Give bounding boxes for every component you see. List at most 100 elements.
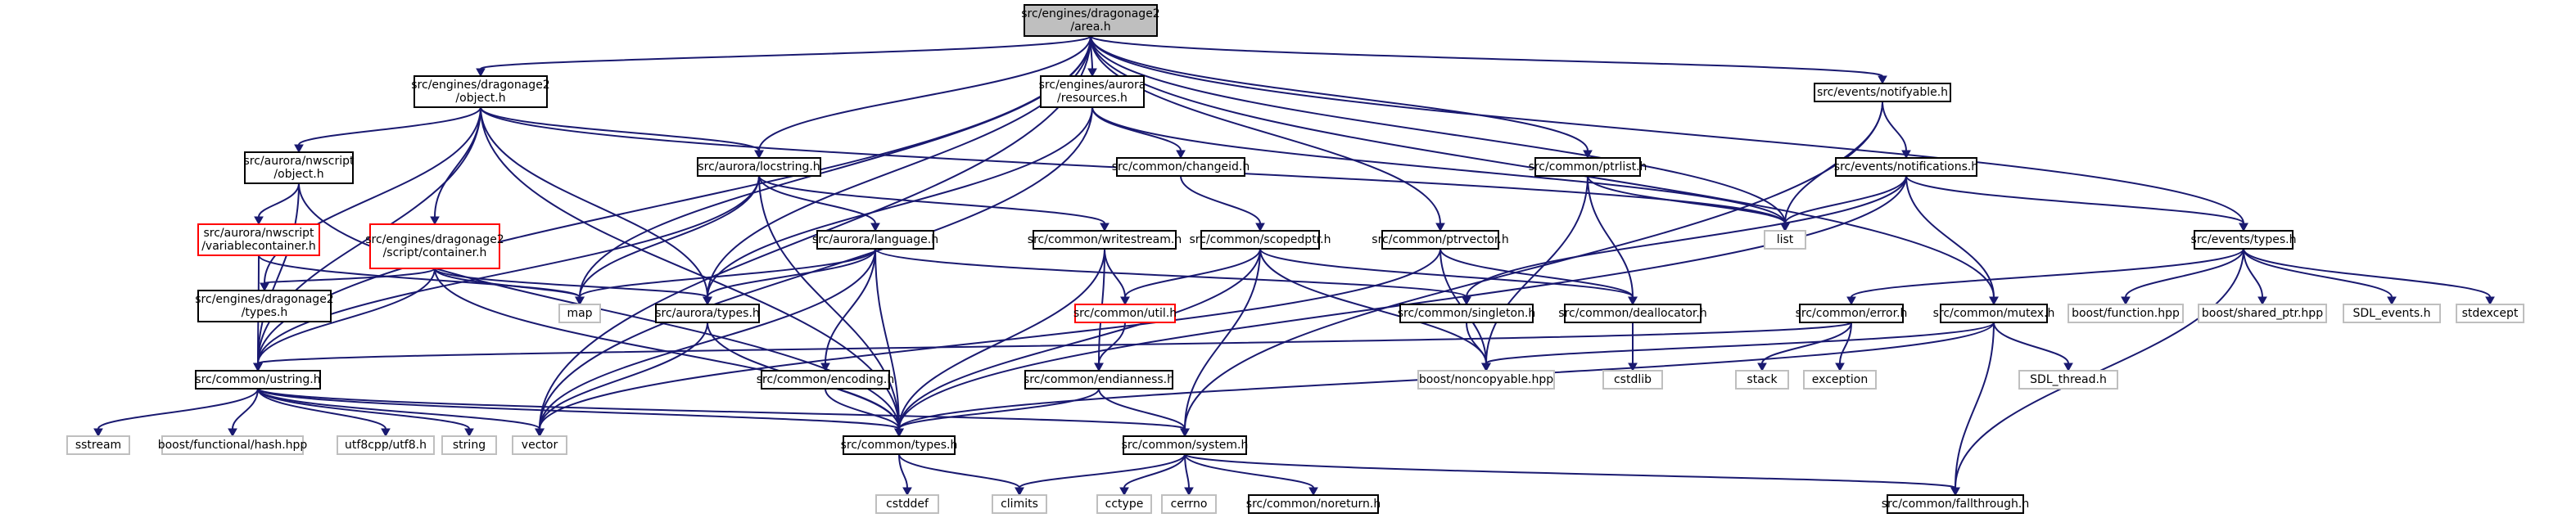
- edge-ustring-to-string: [257, 388, 470, 430]
- edge-scriptcontainer-to-d2types: [264, 268, 436, 284]
- edge-d2object-to-auroratypes: [480, 106, 708, 298]
- node-notifications[interactable]: src/events/notifications.h: [1834, 157, 1978, 177]
- node-system[interactable]: src/common/system.h: [1122, 435, 1249, 455]
- node-cctype[interactable]: cctype: [1096, 494, 1152, 514]
- edge-eventstypes-to-stdexcept: [2243, 248, 2491, 298]
- node-list-label-line-0: list: [1777, 233, 1794, 246]
- node-ptrvector[interactable]: src/common/ptrvector.h: [1372, 230, 1509, 250]
- node-stdexcept[interactable]: stdexcept: [2456, 304, 2524, 323]
- node-nwobject[interactable]: src/aurora/nwscript/object.h: [243, 151, 355, 184]
- node-nwobject-label-line-1: /object.h: [273, 168, 323, 181]
- arrowhead-ustring-to-sstream: [93, 428, 103, 438]
- node-writestream[interactable]: src/common/writestream.h: [1028, 230, 1182, 250]
- node-climits[interactable]: climits: [992, 494, 1047, 514]
- node-nwobject-box: [244, 151, 354, 184]
- node-deallocator[interactable]: src/common/deallocator.h: [1558, 304, 1707, 323]
- node-list[interactable]: list: [1764, 230, 1806, 250]
- node-stack[interactable]: stack: [1735, 370, 1789, 390]
- edge-ustring-to-boosthash: [232, 388, 259, 430]
- node-noreturn-box: [1248, 494, 1379, 514]
- node-language[interactable]: src/aurora/language.h: [812, 230, 938, 250]
- edge-locstring-to-commontypes: [758, 175, 900, 430]
- node-notifyable[interactable]: src/events/notifyable.h: [1814, 83, 1951, 102]
- edge-locstring-to-map: [579, 175, 760, 298]
- node-vector[interactable]: vector: [512, 435, 567, 455]
- node-singleton[interactable]: src/common/singleton.h: [1398, 304, 1536, 323]
- node-system-label-line-0: src/common/system.h: [1122, 439, 1249, 452]
- node-commontypes[interactable]: src/common/types.h: [841, 435, 958, 455]
- node-eventstypes[interactable]: src/events/types.h: [2191, 230, 2297, 250]
- arrowhead-d2object-to-scriptcontainer: [430, 216, 440, 226]
- node-fallthrough[interactable]: src/common/fallthrough.h: [1882, 494, 2029, 514]
- node-encoding[interactable]: src/common/encoding.h: [757, 370, 894, 390]
- node-d2object-box: [414, 75, 548, 108]
- node-exception[interactable]: exception: [1803, 370, 1877, 390]
- node-system-box: [1123, 435, 1247, 455]
- node-mutex[interactable]: src/common/mutex.h: [1933, 304, 2055, 323]
- node-area[interactable]: src/engines/dragonage2/area.h: [1021, 4, 1160, 37]
- edge-area-to-notifyable: [1090, 35, 1883, 77]
- node-cstdlib[interactable]: cstdlib: [1602, 370, 1663, 390]
- node-locstring[interactable]: src/aurora/locstring.h: [697, 157, 821, 177]
- edge-error-to-exception: [1839, 322, 1852, 364]
- node-d2object[interactable]: src/engines/dragonage2/object.h: [411, 75, 550, 108]
- node-endianness[interactable]: src/common/endianness.h: [1024, 370, 1174, 390]
- edge-d2object-to-locstring: [480, 106, 760, 151]
- edge-ustring-to-utf8: [257, 388, 386, 430]
- node-cstdlib-box: [1602, 370, 1663, 390]
- node-ptrlist-box: [1534, 157, 1641, 177]
- edge-ustring-to-sstream: [97, 388, 259, 430]
- node-d2object-label-line-1: /object.h: [455, 92, 505, 105]
- node-auroratypes-label-line-0: src/aurora/types.h: [655, 307, 760, 320]
- node-string[interactable]: string: [441, 435, 497, 455]
- node-cctype-box: [1096, 494, 1152, 514]
- edge-area-to-d2object: [480, 35, 1091, 70]
- edge-ustring-to-commontypes: [257, 388, 900, 430]
- node-ptrlist[interactable]: src/common/ptrlist.h: [1529, 157, 1647, 177]
- node-cerrno[interactable]: cerrno: [1161, 494, 1217, 514]
- node-string-box: [441, 435, 497, 455]
- node-boosthash[interactable]: boost/functional/hash.hpp: [158, 435, 308, 455]
- arrowhead-ustring-to-string: [464, 428, 474, 438]
- node-boostfunction[interactable]: boost/function.hpp: [2068, 304, 2184, 323]
- node-error[interactable]: src/common/error.h: [1796, 304, 1908, 323]
- node-util[interactable]: src/common/util.h: [1073, 304, 1177, 323]
- node-cerrno-label-line-0: cerrno: [1171, 498, 1208, 511]
- node-string-label-line-0: string: [453, 439, 486, 452]
- node-map[interactable]: map: [558, 304, 601, 323]
- node-sdlthread-label-line-0: SDL_thread.h: [2030, 373, 2107, 386]
- node-encoding-label-line-0: src/common/encoding.h: [757, 373, 894, 386]
- node-auroratypes[interactable]: src/aurora/types.h: [655, 304, 760, 323]
- node-sdlthread[interactable]: SDL_thread.h: [2018, 370, 2118, 390]
- node-notifications-label-line-0: src/events/notifications.h: [1834, 160, 1978, 173]
- edge-scopedptr-to-util: [1124, 248, 1261, 298]
- node-resources[interactable]: src/engines/aurora/resources.h: [1039, 75, 1146, 108]
- edge-nwobject-to-ustring: [257, 182, 300, 364]
- node-boostshared-label-line-0: boost/shared_ptr.hpp: [2202, 307, 2323, 320]
- node-changeid[interactable]: src/common/changeid.h: [1112, 157, 1250, 177]
- node-noncopyable[interactable]: boost/noncopyable.hpp: [1417, 370, 1555, 390]
- node-notifyable-label-line-0: src/events/notifyable.h: [1817, 86, 1948, 99]
- node-sstream[interactable]: sstream: [66, 435, 130, 455]
- edge-area-to-eventstypes: [1090, 35, 2244, 224]
- node-ustring[interactable]: src/common/ustring.h: [195, 370, 321, 390]
- node-noreturn[interactable]: src/common/noreturn.h: [1246, 494, 1381, 514]
- node-sdlevents[interactable]: SDL_events.h: [2343, 304, 2441, 323]
- node-cstddef[interactable]: cstddef: [875, 494, 939, 514]
- node-fallthrough-label-line-0: src/common/fallthrough.h: [1882, 498, 2029, 511]
- node-scriptcontainer[interactable]: src/engines/dragonage2/script/container.…: [365, 223, 504, 269]
- node-stack-box: [1735, 370, 1789, 390]
- node-boostshared[interactable]: boost/shared_ptr.hpp: [2198, 304, 2327, 323]
- node-varcontainer[interactable]: src/aurora/nwscript/variablecontainer.h: [197, 223, 320, 256]
- node-scopedptr[interactable]: src/common/scopedptr.h: [1190, 230, 1331, 250]
- node-d2types[interactable]: src/engines/dragonage2/types.h: [195, 290, 334, 322]
- node-utf8[interactable]: utf8cpp/utf8.h: [337, 435, 435, 455]
- node-resources-label-line-0: src/engines/aurora: [1039, 79, 1146, 92]
- node-vector-box: [512, 435, 567, 455]
- node-changeid-box: [1116, 157, 1245, 177]
- edge-notifications-to-list: [1784, 175, 1907, 224]
- node-notifications-box: [1835, 157, 1977, 177]
- node-exception-box: [1803, 370, 1877, 390]
- node-endianness-box: [1024, 370, 1173, 390]
- arrowhead-locstring-to-language: [870, 223, 880, 232]
